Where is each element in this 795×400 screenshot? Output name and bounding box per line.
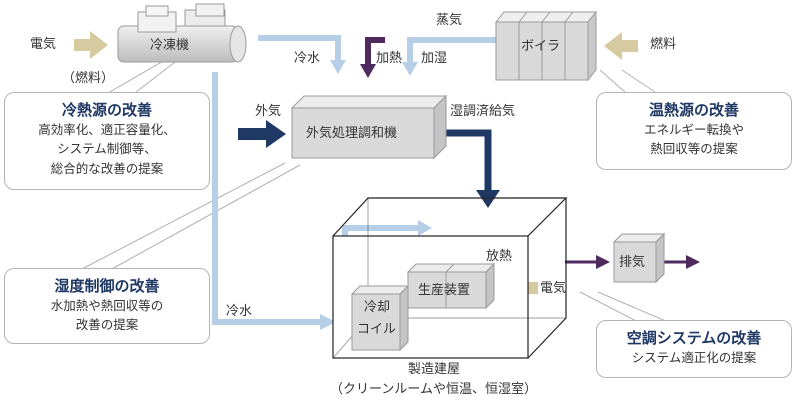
building-name-label: 製造建屋 [408,362,461,377]
callout-cold-source: 冷熱源の改善 高効率化、適正容量化、 システム制御等、 総合的な改善の提案 [4,92,210,190]
steam-humidify-pipe [407,37,496,64]
electricity-label-right: 電気 [540,281,567,296]
outside-air-label: 外気 [255,104,282,119]
chilled-water-to-air-handler [258,35,341,62]
callout-heat-source-line: 熱回収等の提案 [650,141,738,157]
humidification-label: 加湿 [421,51,448,66]
callout-humidity: 湿度制御の改善 水加熱や熱回収等の 改善の提案 [4,268,210,344]
boiler-label: ボイラ [521,39,561,54]
steam-label: 蒸気 [436,13,463,28]
callout-heat-source: 温熱源の改善 エネルギー転換や 熱回収等の提案 [596,92,792,170]
electricity-label-left: 電気 [30,37,57,52]
chilled-water-arrowheads [320,60,432,330]
supply-air-arrowhead [476,190,500,208]
air-handler-unit [290,94,448,160]
callout-hvac-system-line: システム適正化の提案 [631,349,757,365]
heating-label: 加熱 [376,51,403,66]
outside-air-arrow [238,120,286,148]
callout-heat-source-title: 温熱源の改善 [648,101,739,119]
fuel-arrow-right [604,32,638,60]
callout-humidity-line: 水加熱や熱回収等の [50,297,164,313]
fuel-label-right: 燃料 [650,37,677,52]
heating-arrowhead [360,64,376,78]
chilled-water-label-bottom: 冷水 [226,304,253,319]
fuel-paren-label: （燃料） [62,71,115,86]
callout-heat-source-line: エネルギー転換や [643,121,744,137]
supply-air-arrow [444,129,492,196]
callout-cold-source-line: 総合的な改善の提案 [50,160,164,176]
chilled-water-to-coil [212,72,322,325]
electricity-arrow-left [74,31,108,59]
cooling-coil-label-2: コイル [357,322,397,337]
air-handler-label: 外気処理調和機 [306,126,398,141]
exhaust-unit [612,232,666,284]
conditioned-supply-label: 湿調済給気 [450,104,516,119]
heat-release-label: 放熱 [486,249,513,264]
production-equipment-unit [406,262,496,310]
callout-hvac-system: 空調システムの改善 システム適正化の提案 [596,320,792,378]
chilled-water-label-top: 冷水 [294,51,321,66]
callout-pointer-lines [79,59,669,323]
callout-humidity-title: 湿度制御の改善 [54,277,160,295]
production-equipment-label: 生産装置 [418,283,471,298]
exhaust-label: 排気 [619,255,646,270]
callout-hvac-system-title: 空調システムの改善 [626,329,762,347]
cooling-coil-label-1: 冷却 [364,300,391,315]
callout-humidity-line: 改善の提案 [75,317,139,333]
heating-arrow [365,37,385,66]
chiller-unit [117,3,247,63]
callout-cold-source-line: 高効率化、適正容量化、 [38,121,176,137]
callout-cold-source-title: 冷熱源の改善 [61,101,152,119]
building-note-label: （クリーンルームや恒温、恒湿室） [330,382,537,397]
boiler-unit [494,10,598,82]
cooling-coil-unit [350,284,410,352]
callout-cold-source-line: システム制御等、 [57,141,157,157]
chiller-label: 冷凍機 [150,38,190,53]
